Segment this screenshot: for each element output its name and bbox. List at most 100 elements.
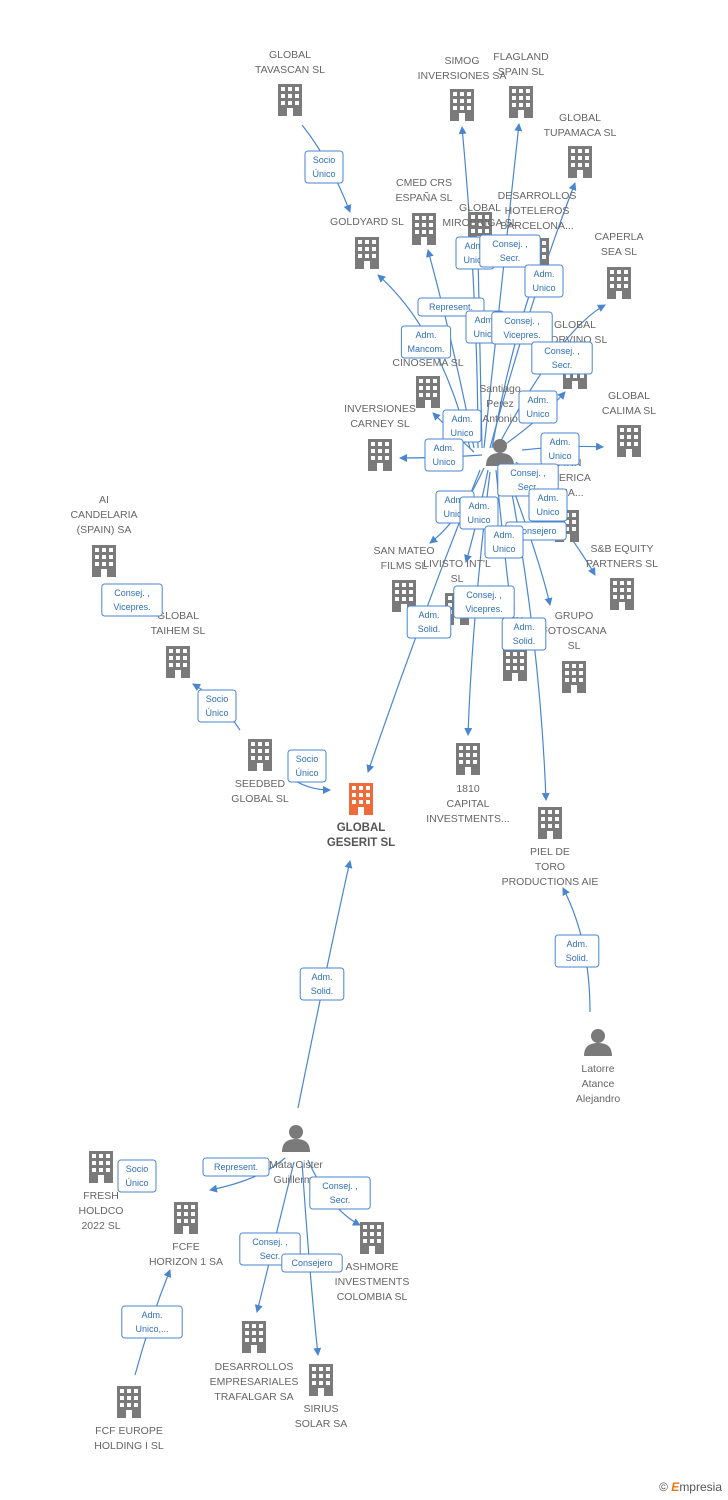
- node-label-line: CMED CRS: [396, 177, 452, 189]
- edge-label-box[interactable]: Represent.: [202, 1157, 270, 1177]
- edge-label-box[interactable]: Adm.Unico: [528, 488, 568, 522]
- node-label-line: CINOSEMA SL: [392, 357, 463, 369]
- relationship-edge: [483, 123, 523, 449]
- edge-label-box[interactable]: Adm.Unico: [518, 390, 558, 424]
- edge-label-box[interactable]: Consej. ,Secr.: [479, 234, 541, 268]
- edge-label-text: Represent.: [214, 1162, 258, 1172]
- edge-label-box[interactable]: Consej. ,Vicepres.: [101, 583, 163, 617]
- edge-label-box[interactable]: Consej. ,Secr.: [309, 1176, 371, 1210]
- company-node-caperla[interactable]: CAPERLA SEA SL: [594, 231, 644, 299]
- edge-label-box[interactable]: Adm.Unico: [540, 432, 580, 466]
- edge-label-frame: [531, 341, 593, 375]
- brand-watermark: © Empresia: [659, 1480, 722, 1494]
- edge-label-text: Unico: [532, 283, 555, 293]
- edge-label-box[interactable]: Consej. ,Vicepres.: [491, 311, 553, 345]
- building-icon: [89, 1151, 113, 1183]
- edge-label-box[interactable]: Adm.Unico: [442, 409, 482, 443]
- edge-label-text: Adm.: [444, 495, 465, 505]
- edge-label-box[interactable]: Consej. ,Vicepres.: [453, 585, 515, 619]
- node-label-line: SOLAR SA: [295, 1418, 348, 1430]
- edge-label-frame: [101, 583, 163, 617]
- node-label-line: INVESTMENTS...: [426, 813, 509, 825]
- edge-label-box[interactable]: Adm.Unico: [424, 438, 464, 472]
- node-label-line: GLOBAL: [157, 610, 199, 622]
- edge-label-box[interactable]: Adm.Solid.: [501, 617, 547, 651]
- building-icon: [242, 1321, 266, 1353]
- edge-label-frame: [501, 617, 547, 651]
- edge-label-box[interactable]: Adm. Unico: [524, 264, 564, 298]
- node-label-line: SEA SL: [601, 246, 637, 258]
- company-node-goldyard[interactable]: GOLDYARD SL: [330, 216, 404, 269]
- edge-label-box[interactable]: Consej. ,Secr.: [497, 463, 559, 497]
- edge-label-text: Adm.: [533, 269, 554, 279]
- node-label-line: 1810: [456, 783, 480, 795]
- edge-label-text: Secr.: [500, 253, 521, 263]
- edge-label-box[interactable]: Adm.Unico: [484, 525, 524, 559]
- edge-label-frame: [497, 463, 559, 497]
- relationship-edge: [474, 254, 483, 449]
- node-label-line: CAPERLA: [594, 231, 643, 243]
- edge-label-box[interactable]: Consej. ,Secr.: [531, 341, 593, 375]
- edge-label-text: Solid.: [513, 636, 536, 646]
- building-icon: [349, 783, 373, 815]
- node-label-line: HORIZON 1 SA: [149, 1256, 223, 1268]
- edge-label-box[interactable]: Adm.Solid.: [554, 934, 600, 968]
- node-label-line: Mata Cister: [269, 1159, 323, 1171]
- edge-label-box[interactable]: Adm.Solid.: [406, 605, 452, 639]
- company-node-cinosema[interactable]: CINOSEMA SL: [392, 357, 464, 408]
- edge-label-text: Unico,...: [135, 1324, 168, 1334]
- edge-label-box[interactable]: Consejero: [281, 1253, 343, 1273]
- node-label-line: PARTNERS SL: [586, 558, 658, 570]
- edge-label-box[interactable]: Adm.Mancom.: [400, 325, 452, 359]
- edge-label-text: Adm.: [527, 395, 548, 405]
- edge-label-box[interactable]: Adm.Solid.: [299, 967, 345, 1001]
- node-label-line: TRAFALGAR SA: [214, 1391, 293, 1403]
- edge-label-box[interactable]: Adm.Unico,...: [121, 1305, 183, 1339]
- node-label-line: INVERSIONES SA: [418, 70, 507, 82]
- building-icon: [248, 739, 272, 771]
- edge-label-text: Socio: [296, 754, 319, 764]
- edge-label-box[interactable]: Adm.Unico: [459, 496, 499, 530]
- relationship-edge: [489, 182, 577, 449]
- building-icon: [278, 84, 302, 116]
